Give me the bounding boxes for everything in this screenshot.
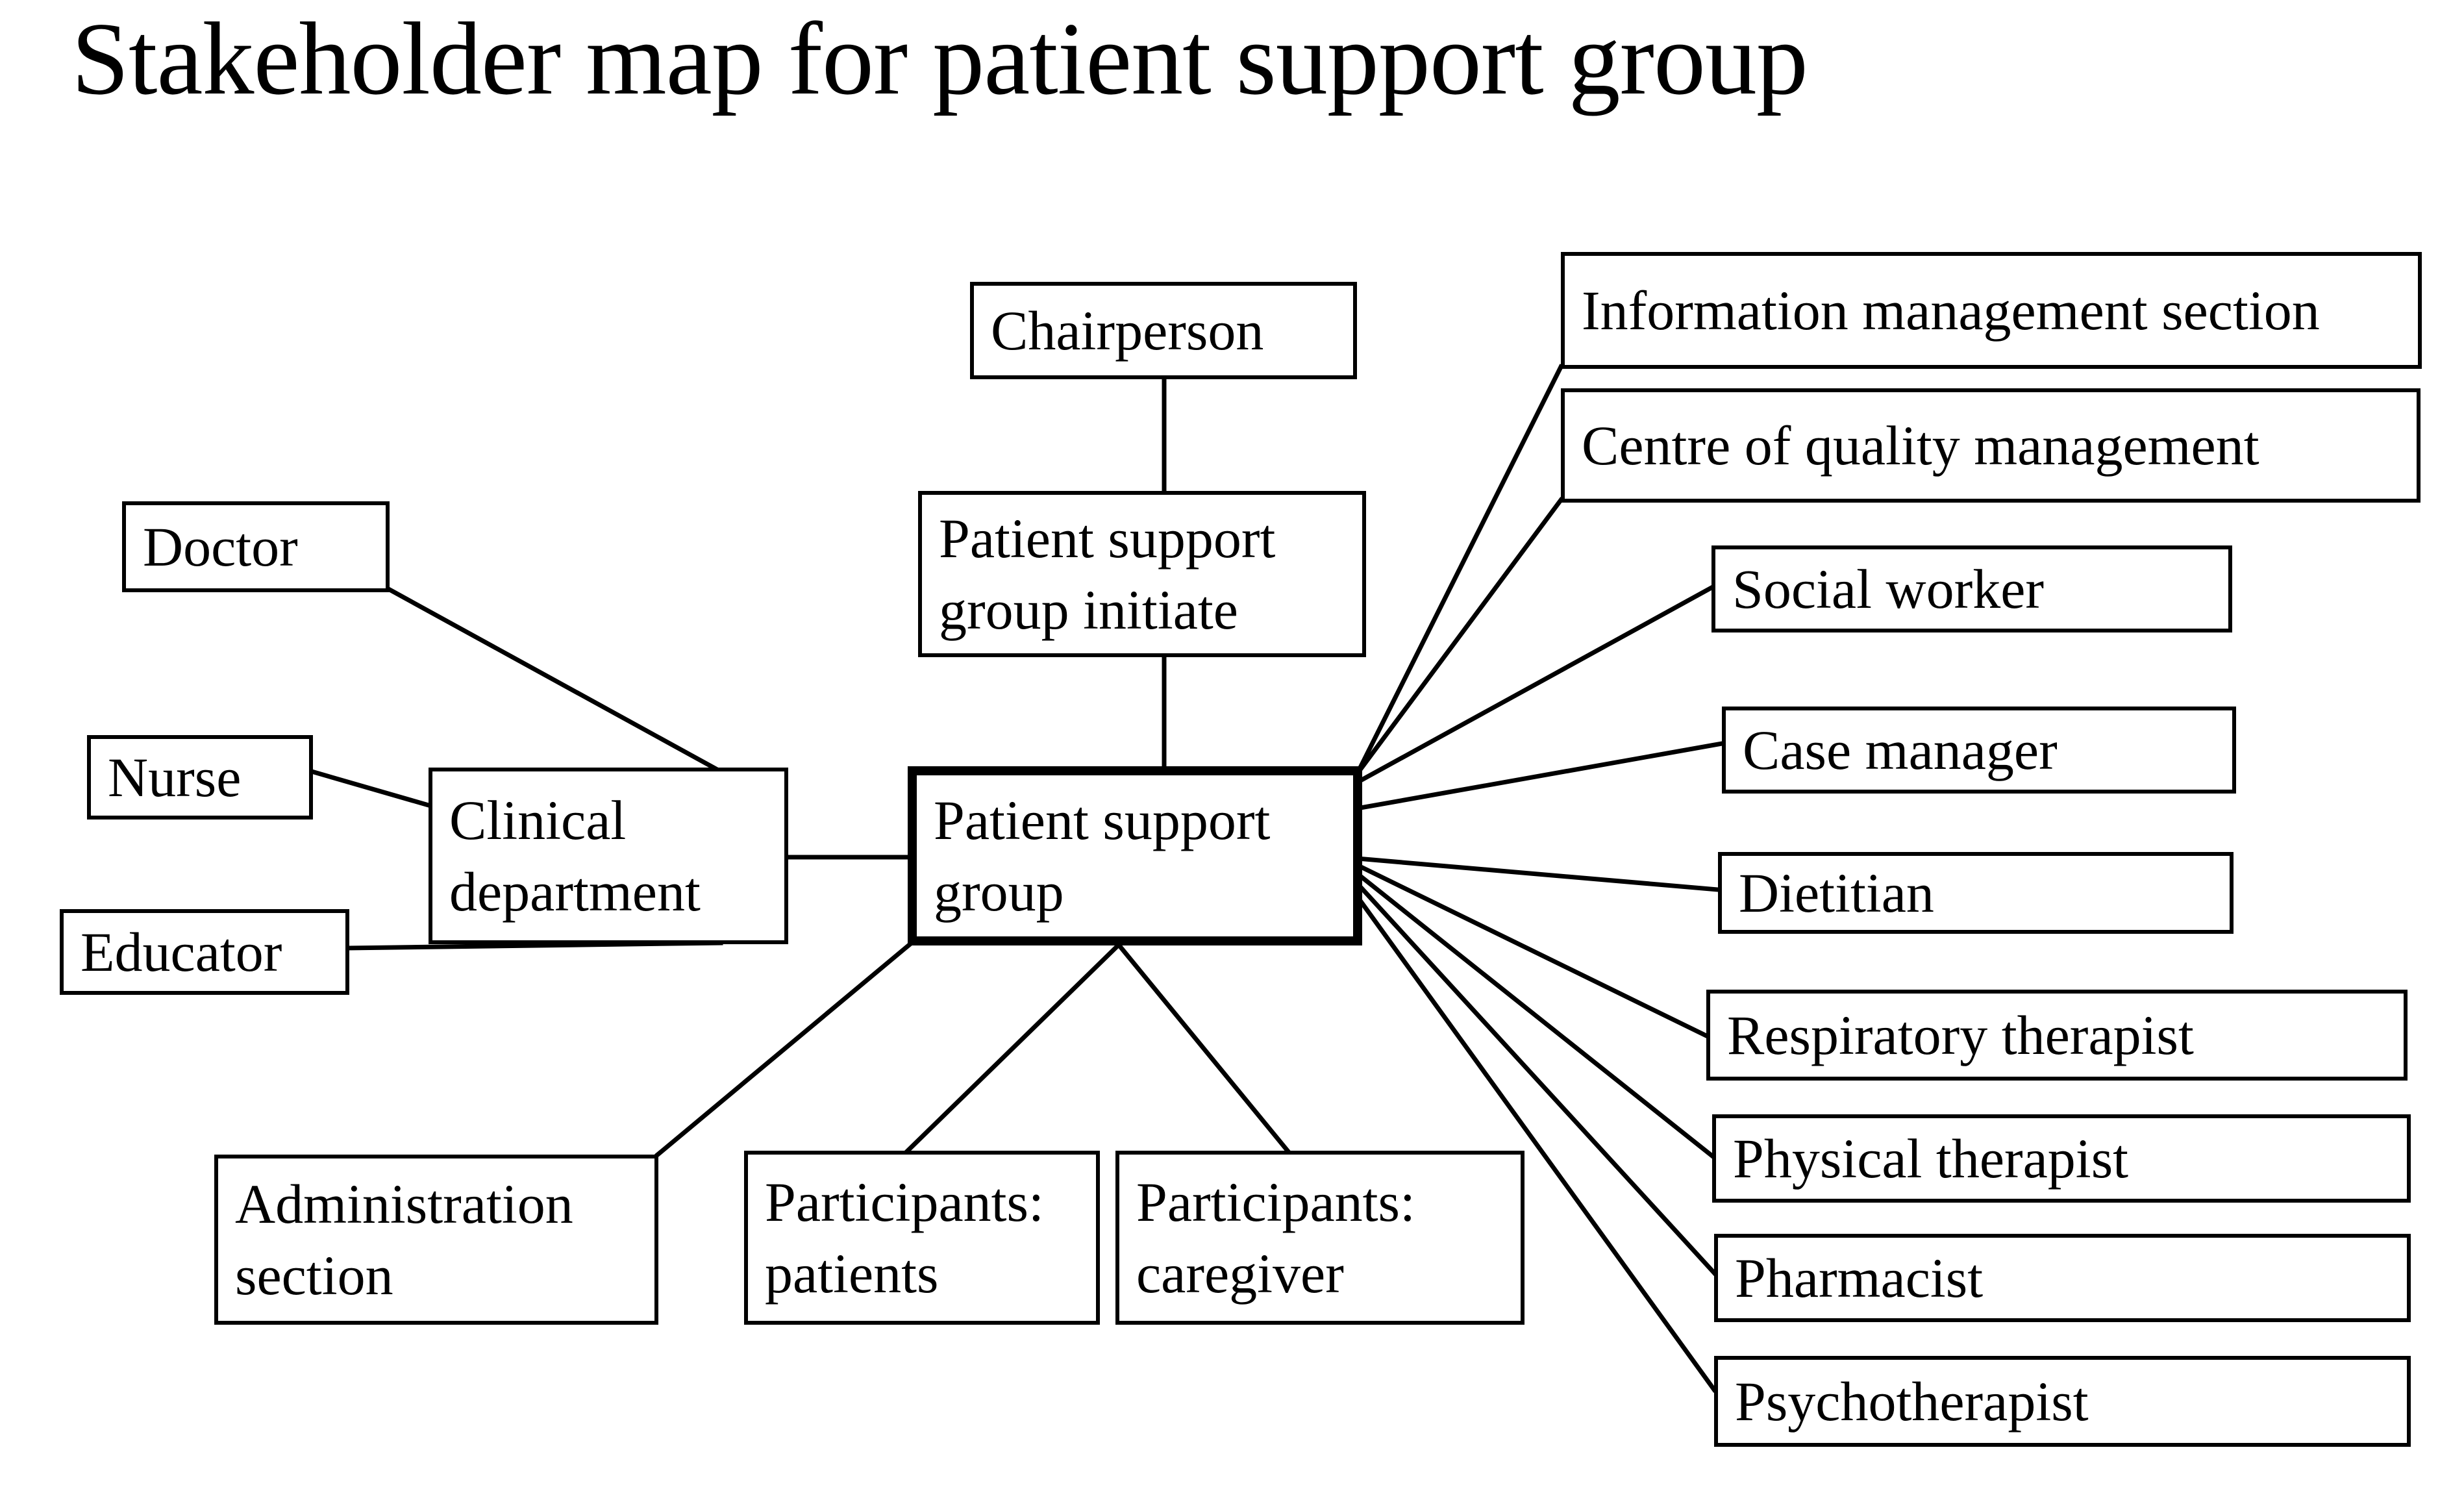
edge-doctor-to-clinical	[386, 586, 724, 775]
node-participants-patients[interactable]: Participants: patients	[744, 1151, 1100, 1325]
node-information-management-section-label: Information management section	[1582, 279, 2320, 342]
node-administration-section[interactable]: Administration section	[214, 1155, 658, 1325]
node-chairperson[interactable]: Chairperson	[970, 282, 1357, 379]
node-physical-therapist[interactable]: Physical therapist	[1712, 1114, 2411, 1203]
node-case-manager-label: Case manager	[1743, 718, 2058, 781]
node-information-management-section[interactable]: Information management section	[1561, 252, 2422, 369]
node-participants-caregiver[interactable]: Participants: caregiver	[1115, 1151, 1524, 1325]
node-doctor-label: Doctor	[143, 515, 298, 578]
node-educator-label: Educator	[81, 920, 282, 983]
edge-central-to-participants-patients	[904, 942, 1122, 1154]
node-administration-section-label: Administration section	[235, 1172, 573, 1307]
node-patient-support-group-initiate[interactable]: Patient support group initiate	[918, 491, 1366, 657]
node-psychotherapist-label: Psychotherapist	[1735, 1370, 2089, 1433]
node-doctor[interactable]: Doctor	[122, 501, 390, 592]
node-social-worker-label: Social worker	[1732, 557, 2045, 620]
node-participants-caregiver-label: Participants: caregiver	[1136, 1170, 1415, 1305]
node-participants-patients-label: Participants: patients	[765, 1170, 1044, 1305]
node-chairperson-label: Chairperson	[991, 299, 1264, 362]
node-clinical-department[interactable]: Clinical department	[429, 768, 788, 944]
edge-central-to-dietitian	[1354, 856, 1721, 892]
node-respiratory-therapist-label: Respiratory therapist	[1727, 1003, 2194, 1066]
page-title: Stakeholder map for patient support grou…	[71, 1, 1808, 116]
node-patient-support-group-initiate-label: Patient support group initiate	[939, 507, 1276, 641]
node-patient-support-group[interactable]: Patient support group	[908, 766, 1362, 945]
node-nurse[interactable]: Nurse	[87, 735, 313, 820]
edge-central-to-social-worker	[1354, 584, 1715, 786]
node-centre-of-quality-management-label: Centre of quality management	[1582, 414, 2259, 477]
node-psychotherapist[interactable]: Psychotherapist	[1714, 1356, 2411, 1447]
node-social-worker[interactable]: Social worker	[1711, 545, 2232, 632]
node-clinical-department-label: Clinical department	[449, 788, 701, 923]
node-patient-support-group-label: Patient support group	[934, 788, 1271, 923]
edge-central-to-respiratory-therapist	[1354, 862, 1710, 1039]
node-respiratory-therapist[interactable]: Respiratory therapist	[1706, 990, 2408, 1081]
node-physical-therapist-label: Physical therapist	[1733, 1127, 2129, 1190]
edge-central-to-participants-caregiver	[1115, 942, 1291, 1154]
node-dietitian-label: Dietitian	[1739, 861, 1934, 924]
node-nurse-label: Nurse	[108, 745, 242, 808]
node-pharmacist[interactable]: Pharmacist	[1714, 1234, 2411, 1322]
node-pharmacist-label: Pharmacist	[1735, 1246, 1984, 1309]
node-case-manager[interactable]: Case manager	[1722, 707, 2236, 794]
node-dietitian[interactable]: Dietitian	[1718, 852, 2234, 934]
edge-central-to-information-management-section	[1354, 364, 1564, 777]
edge-central-to-physical-therapist	[1354, 870, 1715, 1159]
node-educator[interactable]: Educator	[60, 909, 349, 995]
edge-central-to-administration-section	[654, 940, 915, 1158]
edge-central-to-centre-of-quality-management	[1354, 497, 1564, 777]
node-centre-of-quality-management[interactable]: Centre of quality management	[1561, 388, 2420, 503]
edge-central-to-case-manager	[1354, 740, 1725, 812]
